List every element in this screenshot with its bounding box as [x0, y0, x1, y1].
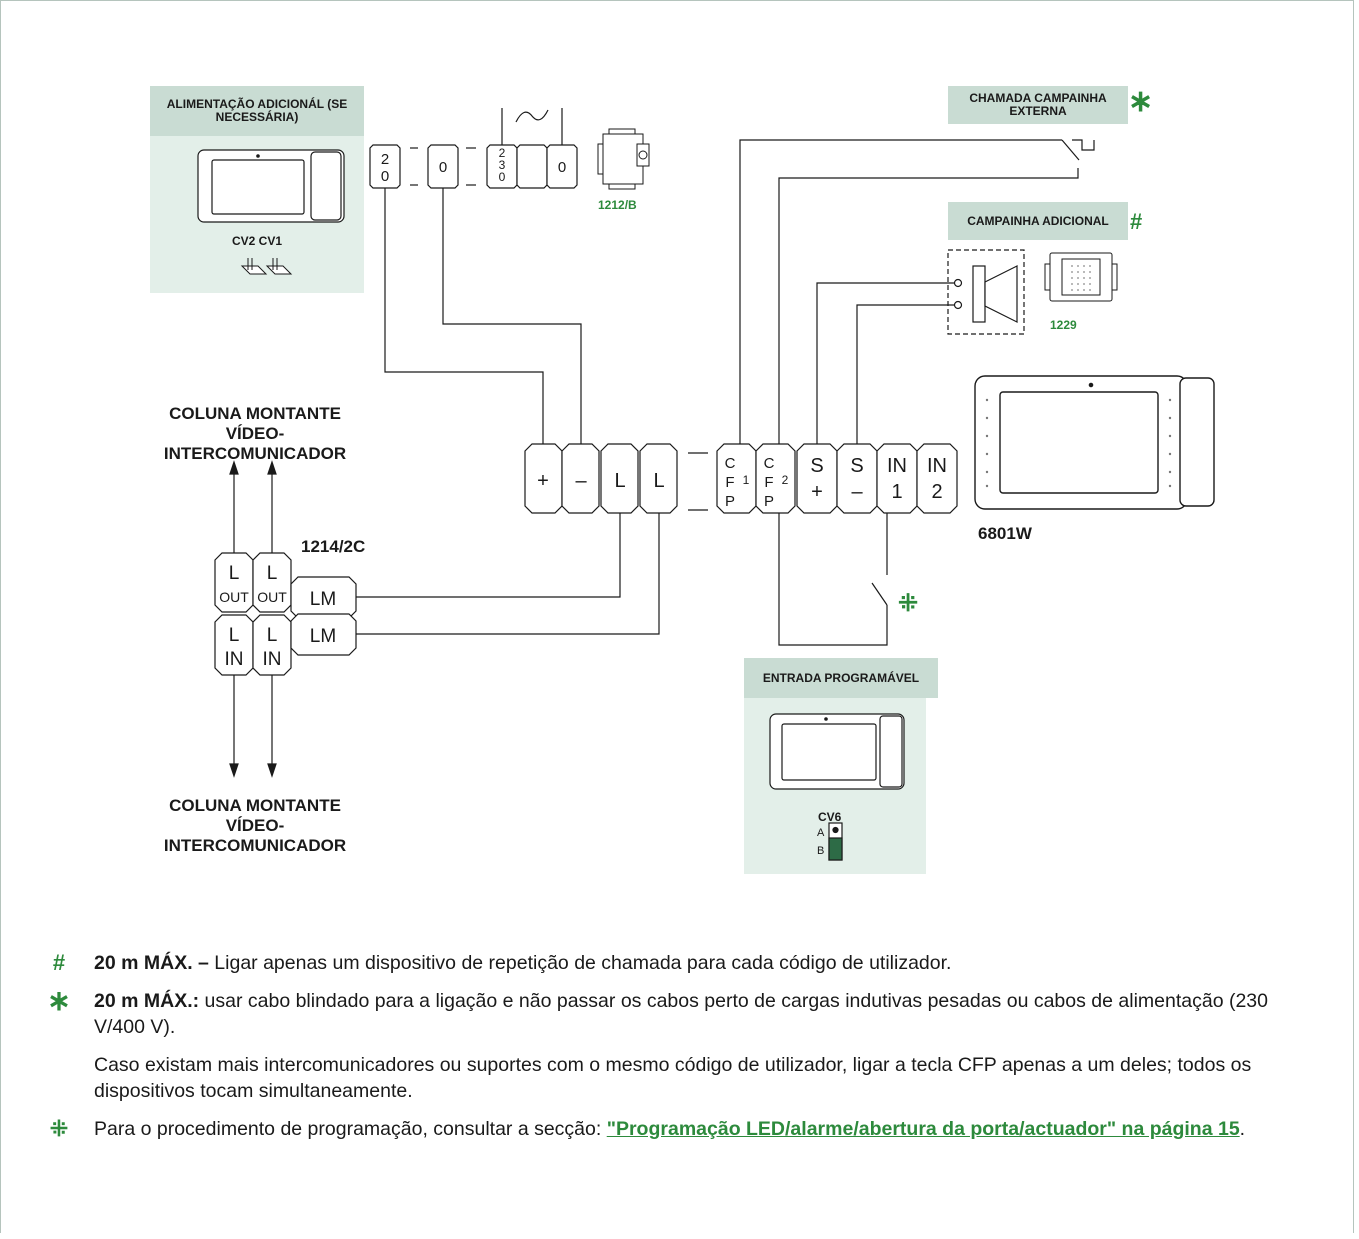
term-230-t3: 0: [499, 170, 506, 184]
term-0b: [546, 144, 578, 189]
out1-l: L: [229, 563, 240, 584]
wires: [356, 139, 1095, 646]
in1-l: L: [229, 625, 240, 646]
bell-code: 1229: [1050, 318, 1077, 332]
note-2-text: usar cabo blindado para a ligação e não …: [94, 990, 1268, 1038]
cv6-switch: [828, 822, 843, 861]
cv6-monitor: [769, 713, 905, 790]
term-20: [369, 144, 401, 189]
cfp2-c: C: [764, 455, 775, 472]
in2-in: IN: [263, 649, 282, 670]
monitor-code: 6801W: [978, 524, 1032, 543]
cv6-label: CV6: [818, 810, 842, 824]
in1-b: 1: [891, 481, 902, 503]
note-4-tail: .: [1239, 1118, 1246, 1140]
cv6-a-label: A: [817, 827, 825, 839]
out1-out: OUT: [219, 589, 249, 605]
external-bell-title: CHAMADA CAMPAINHA EXTERNA: [948, 86, 1128, 124]
riser-terminals: [214, 552, 357, 676]
in2-l: L: [267, 625, 278, 646]
bell-grille: [1071, 265, 1091, 291]
aux-monitor: [197, 149, 345, 223]
note-2: ∗ 20 m MÁX.: usar cabo blindado para a l…: [47, 987, 1316, 1040]
main-terminals-right: [716, 443, 958, 514]
note-3-text: Caso existam mais intercomunicadores ou …: [94, 1054, 1252, 1102]
cv6-b-label: B: [817, 845, 825, 857]
psu-code: 1212/B: [598, 198, 637, 212]
term-plus: +: [537, 470, 549, 492]
notes-section: # 20 m MÁX. – Ligar apenas um dispositiv…: [47, 950, 1316, 1154]
cfp1-n: 1: [743, 473, 750, 487]
term-minus: –: [575, 470, 587, 492]
riser-label-bottom: COLUNA MONTANTE VÍDEO-INTERCOMUNICADOR: [163, 796, 347, 855]
extra-bell-symbol: #: [1130, 209, 1143, 234]
ac-symbol: [501, 108, 563, 145]
note-2-bold: 20 m MÁX.:: [94, 990, 200, 1012]
out2-l: L: [267, 563, 278, 584]
in1-in: IN: [225, 649, 244, 670]
cfp1-p: P: [725, 493, 735, 510]
in2-b: 2: [931, 481, 942, 503]
supply-terminals: [369, 144, 578, 189]
note-1-marker: #: [52, 950, 66, 975]
bell-device-1229: [1044, 252, 1118, 302]
main-monitor: [974, 375, 1215, 510]
s-minus-m: –: [851, 481, 863, 503]
aux-dip-switches: [240, 258, 293, 275]
extra-bell-speaker: [947, 249, 1025, 335]
main-terminals-left: [524, 443, 678, 514]
external-bell-symbol: ∗: [1128, 85, 1154, 118]
terminal-gap-lines: [688, 452, 708, 511]
out2-out: OUT: [257, 589, 287, 605]
note-1-bold: 20 m MÁX. –: [94, 952, 209, 974]
note-3: Caso existam mais intercomunicadores ou …: [76, 1052, 1316, 1104]
note-2-marker: ∗: [47, 985, 71, 1016]
term-blank: [516, 144, 548, 189]
cfp1-c: C: [725, 455, 736, 472]
cfp2-n: 2: [782, 473, 789, 487]
riser-arrows: [229, 460, 277, 778]
s-plus-p: +: [811, 481, 823, 503]
note-4: ⁜ Para o procedimento de programação, co…: [50, 1116, 1316, 1142]
monitor-side-dots: [985, 398, 1172, 488]
programming-section-link[interactable]: "Programação LED/alarme/abertura da port…: [606, 1118, 1240, 1140]
riser-device-code: 1214/2C: [301, 537, 366, 556]
note-4-marker: ⁜: [49, 1116, 69, 1141]
prog-switch-symbol: ⁜: [898, 590, 919, 617]
aux-supply-title: ALIMENTAÇÃO ADICIONÁL (SE NECESSÁRIA): [150, 86, 364, 136]
lm2: LM: [310, 626, 336, 647]
cfp1-f: F: [725, 474, 734, 491]
cfp2-f: F: [764, 474, 773, 491]
term-l2: L: [653, 470, 664, 492]
s-minus-s: S: [850, 455, 863, 477]
in2-a: IN: [927, 455, 947, 477]
note-1-text: Ligar apenas um dispositivo de repetição…: [208, 952, 952, 974]
s-plus-s: S: [810, 455, 823, 477]
term-230-t1: 2: [499, 146, 506, 160]
note-4-text: Para o procedimento de programação, cons…: [94, 1118, 607, 1140]
in1-a: IN: [887, 455, 907, 477]
aux-switch-labels: CV2 CV1: [232, 234, 283, 248]
extra-bell-title: CAMPAINHA ADICIONAL: [948, 202, 1128, 240]
term-230-t2: 3: [499, 158, 506, 172]
term-0a: [427, 144, 459, 189]
term-l1: L: [614, 470, 625, 492]
term-20-t2: 0: [381, 168, 389, 185]
term-0a-t: 0: [439, 159, 447, 176]
prog-input-title: ENTRADA PROGRAMÁVEL: [744, 658, 938, 698]
psu-module: [597, 128, 650, 190]
term-20-t1: 2: [381, 151, 389, 168]
lm1: LM: [310, 589, 336, 610]
term-0b-t: 0: [558, 159, 566, 176]
note-1: # 20 m MÁX. – Ligar apenas um dispositiv…: [53, 950, 1316, 976]
riser-label-top: COLUNA MONTANTE VÍDEO-INTERCOMUNICADOR: [163, 404, 347, 463]
cfp2-p: P: [764, 493, 774, 510]
